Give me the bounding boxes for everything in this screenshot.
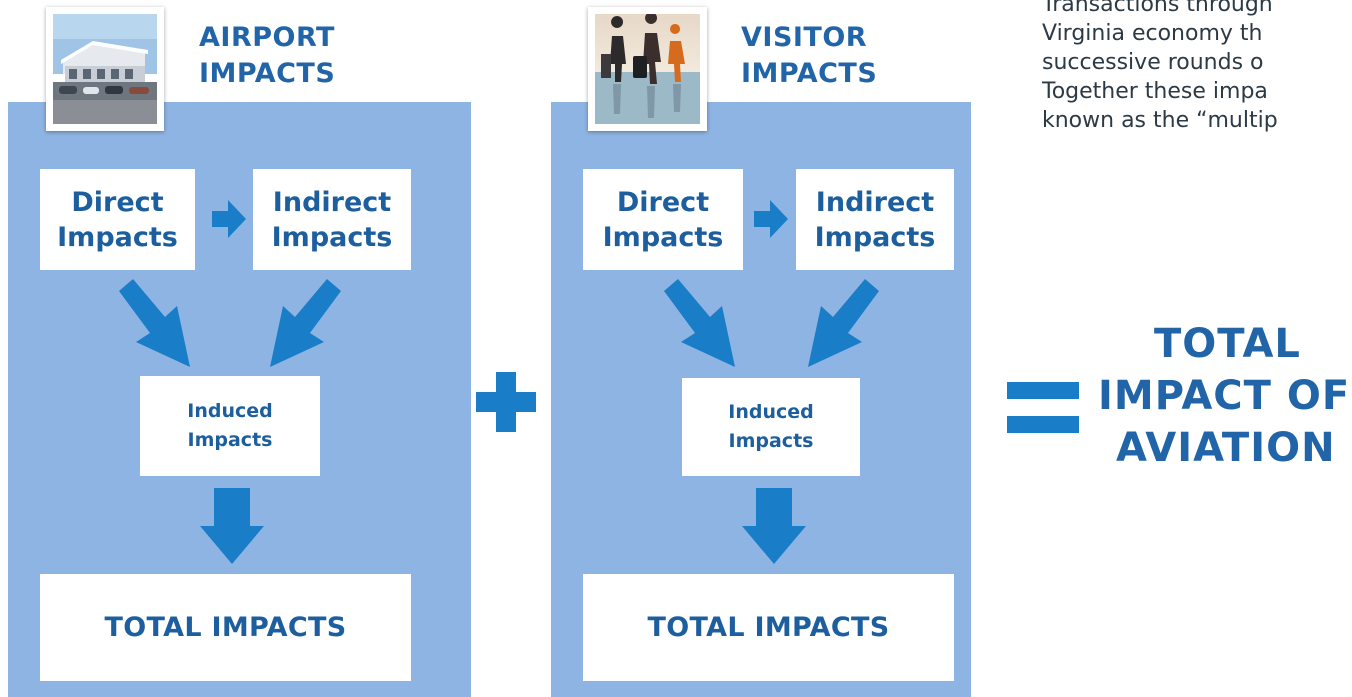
visitor-heading-line1: VISITOR: [741, 22, 868, 53]
visitor-indirect-label: Indirect: [815, 186, 935, 218]
visitor-indirect-impacts-box: Indirect Impacts: [796, 169, 954, 270]
airport-heading: AIRPORT IMPACTS: [199, 20, 335, 92]
visitor-total-impacts-box: TOTAL IMPACTS: [583, 574, 954, 681]
airport-induced-label-2: Impacts: [187, 429, 273, 451]
total-impact-line2: IMPACT OF: [1098, 373, 1351, 419]
airport-direct-to-indirect-arrow: [212, 200, 246, 238]
visitor-heading: VISITOR IMPACTS: [741, 20, 877, 92]
airport-total-label: TOTAL IMPACTS: [104, 612, 347, 643]
airport-indirect-label: Indirect: [272, 186, 392, 218]
airport-indirect-to-induced-arrow: [270, 279, 341, 367]
visitor-direct-to-indirect-arrow: [754, 200, 788, 238]
airport-induced-to-total-arrow: [200, 488, 264, 564]
visitor-induced-label-2: Impacts: [728, 430, 814, 452]
airport-direct-label-2: Impacts: [57, 221, 178, 253]
body-text-line: successive rounds o: [1042, 50, 1264, 75]
airport-induced-impacts-box: Induced Impacts: [140, 376, 320, 476]
visitor-induced-label: Induced: [728, 401, 814, 423]
travelers-image: [595, 14, 700, 124]
total-impact-line1: TOTAL: [1154, 321, 1301, 367]
airport-heading-line1: AIRPORT: [199, 22, 335, 53]
airport-terminal-image: [53, 14, 157, 124]
visitor-direct-to-induced-arrow: [664, 279, 735, 367]
visitor-direct-label: Direct: [616, 186, 710, 218]
body-text-line: known as the “multip: [1042, 108, 1278, 133]
airport-direct-label: Direct: [71, 186, 164, 218]
visitor-induced-to-total-arrow: [742, 488, 806, 564]
total-impact-line3: AVIATION: [1116, 425, 1336, 471]
airport-induced-label: Induced: [187, 400, 273, 422]
visitor-photo: [588, 7, 707, 131]
visitor-indirect-to-induced-arrow: [808, 279, 879, 367]
airport-indirect-label-2: Impacts: [271, 221, 393, 253]
airport-indirect-impacts-box: Indirect Impacts: [253, 169, 411, 270]
body-text-line: Together these impa: [1042, 79, 1268, 104]
airport-total-impacts-box: TOTAL IMPACTS: [40, 574, 411, 681]
visitor-indirect-label-2: Impacts: [814, 221, 936, 253]
airport-direct-to-induced-arrow: [119, 279, 190, 367]
equals-icon: [1007, 382, 1079, 433]
visitor-heading-line2: IMPACTS: [741, 58, 878, 89]
body-text-line: Transactions through: [1042, 0, 1273, 17]
visitor-direct-label-2: Impacts: [602, 221, 724, 253]
visitor-total-label: TOTAL IMPACTS: [647, 612, 890, 643]
airport-direct-impacts-box: Direct Impacts: [40, 169, 195, 270]
body-text: Transactions through Virginia economy th…: [1042, 0, 1352, 135]
airport-photo: [46, 7, 164, 131]
airport-heading-line2: IMPACTS: [199, 58, 336, 89]
plus-icon: [476, 372, 536, 432]
visitor-induced-impacts-box: Induced Impacts: [682, 378, 860, 476]
body-text-line: Virginia economy th: [1042, 21, 1263, 46]
visitor-direct-impacts-box: Direct Impacts: [583, 169, 743, 270]
total-impact-title: TOTAL IMPACT OF AVIATION: [1098, 318, 1352, 474]
